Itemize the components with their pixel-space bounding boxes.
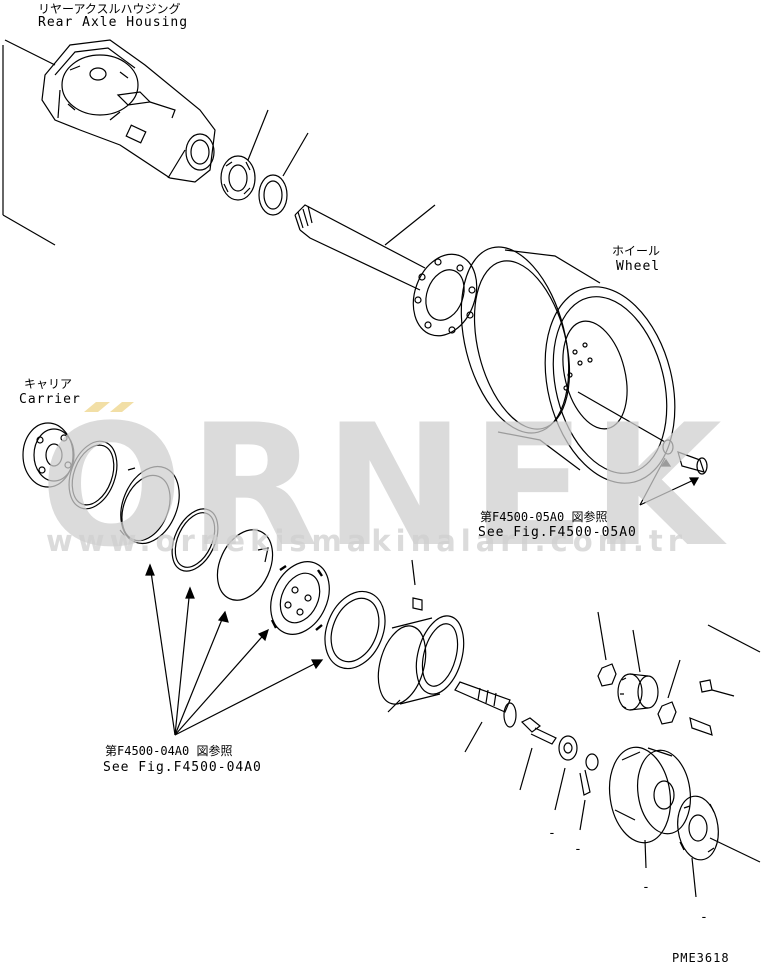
wheel-label-jp: ホイール (612, 244, 661, 258)
wheel-nut-and-bolt (639, 439, 708, 506)
carrier-label-en: Carrier (19, 392, 81, 407)
bolt (519, 717, 557, 791)
oil-seal (258, 132, 309, 216)
wheel-label-en: Wheel (616, 259, 661, 274)
axle-shaft (294, 204, 478, 337)
pinion-shaft (454, 681, 517, 753)
carrier-label-jp: キャリア (24, 377, 73, 391)
reference-04a0-jp: 第F4500-04A0 図参照 (105, 744, 233, 758)
reference-05a0-en: See Fig.F4500-05A0 (478, 525, 637, 540)
dowel-pin (411, 559, 423, 611)
wheel-rim (460, 246, 676, 484)
planetary-carrier-hub (608, 746, 692, 869)
friction-disc (270, 561, 330, 635)
reference-arrows-04A0 (145, 563, 324, 736)
watermark-url: www.ornekismakinalari.com.tr (46, 524, 688, 558)
planet-gear (617, 629, 659, 711)
thrust-plate (216, 529, 274, 601)
bearing (220, 109, 269, 201)
drawing-code: PME3618 (672, 951, 730, 965)
hex-nut (597, 611, 617, 687)
sleeve-bearing (377, 615, 465, 713)
reference-05a0-jp: 第F4500-05A0 図参照 (480, 510, 608, 524)
snap-ring-2 (171, 508, 219, 572)
part-mark: - (700, 910, 709, 925)
spacer (657, 659, 681, 725)
reference-04a0-en: See Fig.F4500-04A0 (103, 760, 262, 775)
lock-plate (579, 753, 599, 831)
housing-label-jp: リヤーアクスルハウジング (38, 2, 181, 16)
separator-plate (324, 590, 386, 670)
part-mark: - (642, 880, 651, 895)
part-mark: - (574, 842, 583, 857)
pin (689, 679, 735, 736)
carrier (22, 422, 75, 488)
part-mark: - (548, 826, 557, 841)
watermark-logo: ORNEK (40, 388, 728, 584)
rear-axle-housing (2, 39, 216, 246)
ring-gear (119, 465, 180, 545)
washer (554, 735, 578, 811)
assembly-frame (707, 624, 761, 863)
housing-label-en: Rear Axle Housing (38, 15, 189, 30)
snap-ring-1 (68, 440, 118, 510)
retainer-plate (677, 795, 719, 898)
